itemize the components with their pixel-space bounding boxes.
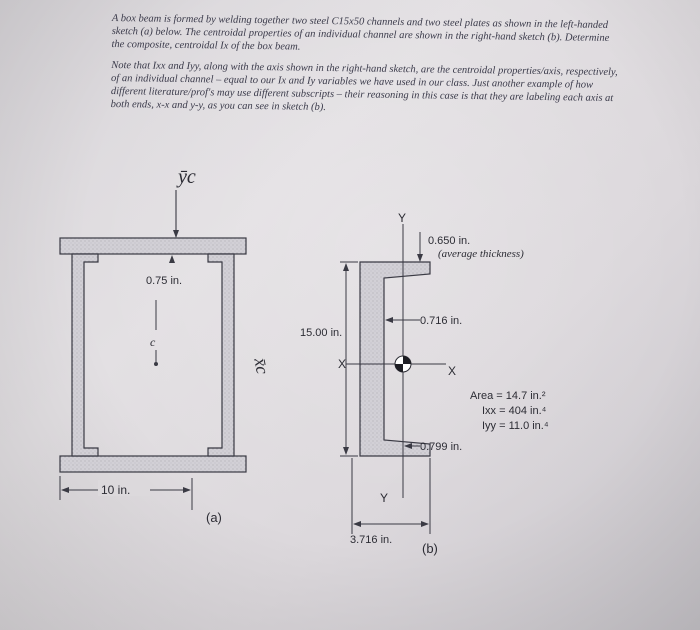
top-plate <box>59 237 247 255</box>
y-axis-bottom-label: Y <box>380 491 388 505</box>
ixx-label: Ixx = 404 in.⁴ <box>482 405 547 417</box>
channel-section <box>359 261 431 457</box>
right-channel <box>207 253 235 457</box>
web-thickness-arrow <box>385 317 393 323</box>
width-arrow-left <box>61 487 69 493</box>
flange-width-arrow-left <box>353 521 361 527</box>
flange-thickness-arrow <box>417 254 423 262</box>
caption-b: (b) <box>422 541 438 556</box>
centroid-quadrant-3 <box>395 364 403 372</box>
centroid-quadrant-1 <box>403 356 411 364</box>
yc-axis-arrow <box>173 230 179 238</box>
depth-arrow-bottom <box>343 447 349 455</box>
area-label: Area = 14.7 in.² <box>470 390 546 402</box>
flange-width-arrow-right <box>421 521 429 527</box>
flange-width-label: 3.716 in. <box>350 534 392 546</box>
centroid-offset-label: 0.799 in. <box>420 441 462 453</box>
x-axis-right-label: X <box>448 364 456 378</box>
iyy-label: Iyy = 11.0 in.⁴ <box>482 420 549 432</box>
width-label: 10 in. <box>101 483 130 497</box>
bottom-plate <box>59 455 247 473</box>
xc-label: x̄c <box>250 355 273 375</box>
caption-a: (a) <box>206 510 222 525</box>
centroid-label: c <box>150 335 156 349</box>
plate-thickness-arrow <box>169 255 175 263</box>
width-label-bg <box>98 480 150 496</box>
flange-thickness-label: 0.650 in. <box>428 235 470 247</box>
plate-thickness-label: 0.75 in. <box>146 275 182 287</box>
depth-label: 15.00 in. <box>300 327 342 339</box>
offset-arrow <box>404 443 412 449</box>
yc-label: ȳc <box>176 166 196 188</box>
web-thickness-label: 0.716 in. <box>420 315 462 327</box>
x-axis-left-label: X <box>338 357 346 371</box>
left-channel <box>71 253 99 457</box>
y-axis-top-label: Y <box>398 211 406 225</box>
width-arrow-right <box>183 487 191 493</box>
depth-arrow-top <box>343 263 349 271</box>
sketch-a-box-beam <box>59 237 247 473</box>
centroid-dot <box>154 362 158 366</box>
thickness-note: (average thickness) <box>438 248 524 260</box>
